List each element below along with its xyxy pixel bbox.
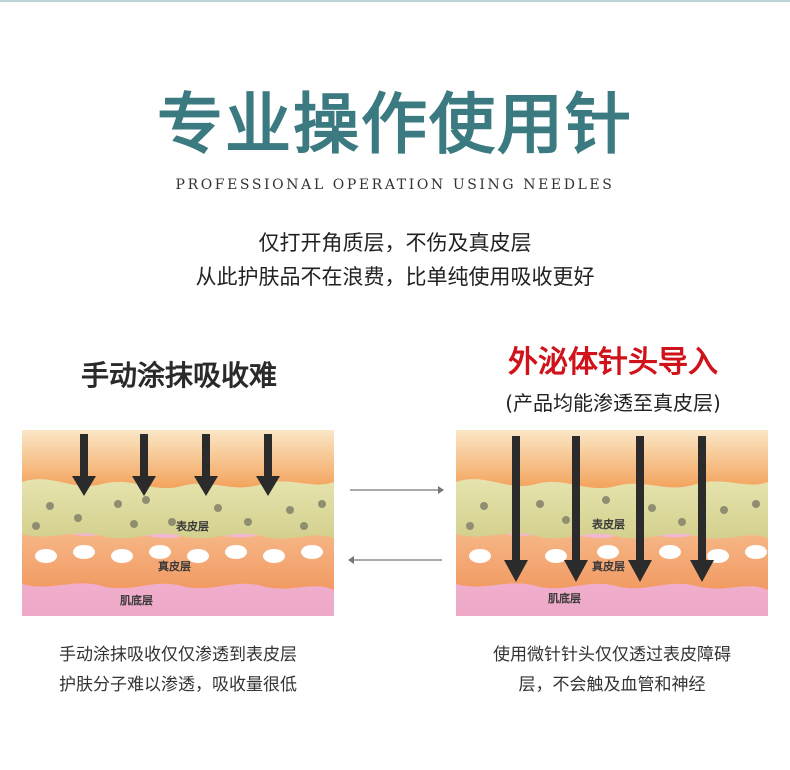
label-dermis: 真皮层	[592, 559, 625, 573]
skin-diagram-microneedle: 表皮层 真皮层 肌底层	[456, 430, 768, 616]
label-base: 肌底层	[547, 591, 581, 605]
arrow-down-icon	[194, 434, 218, 496]
label-base: 肌底层	[119, 593, 153, 607]
surface-layer	[22, 430, 334, 489]
skin-layers-svg-right: 表皮层 真皮层 肌底层	[456, 430, 768, 616]
arrow-down-icon	[72, 434, 96, 496]
left-heading: 手动涂抹吸收难	[80, 359, 277, 392]
epidermis-particles	[466, 496, 760, 530]
epidermis-layer	[22, 479, 334, 539]
page-title: 专业操作使用针	[157, 85, 633, 163]
epidermis-layer	[456, 479, 768, 539]
label-epidermis: 表皮层	[175, 519, 209, 533]
dermis-layer	[22, 528, 334, 590]
epidermis-particles	[32, 496, 326, 530]
arrow-down-icon	[256, 434, 280, 496]
right-caption-line-1: 使用微针针头仅仅透过表皮障碍	[493, 645, 731, 665]
right-heading: 外泌体针头导入	[508, 345, 718, 380]
top-rule	[0, 0, 790, 2]
label-dermis: 真皮层	[158, 559, 191, 573]
comparison-arrows	[348, 486, 444, 564]
short-arrows	[72, 434, 280, 496]
needle-arrows	[504, 436, 714, 582]
dermis-cells	[469, 545, 767, 563]
right-caption-line-2: 层，不会触及血管和神经	[518, 675, 706, 695]
intro-line-2: 从此护肤品不在浪费，比单纯使用吸收更好	[195, 265, 595, 289]
dermis-layer	[456, 528, 768, 590]
arrow-left-icon	[348, 556, 354, 564]
arrow-right-icon	[438, 486, 444, 494]
intro-line-1: 仅打开角质层，不伤及真皮层	[258, 231, 532, 255]
label-epidermis: 表皮层	[591, 517, 625, 531]
needle-arrow-icon	[564, 436, 588, 582]
needle-arrow-icon	[690, 436, 714, 582]
left-caption-line-2: 护肤分子难以渗透，吸收量很低	[59, 675, 297, 695]
needle-arrow-icon	[504, 436, 528, 582]
page-subtitle: PROFESSIONAL OPERATION USING NEEDLES	[175, 177, 615, 193]
surface-layer	[456, 430, 768, 489]
dermis-cells	[35, 545, 323, 563]
needle-arrow-icon	[628, 436, 652, 582]
skin-layers-svg-left: 表皮层 真皮层 肌底层	[22, 430, 334, 616]
skin-diagram-topical: 表皮层 真皮层 肌底层	[22, 430, 334, 616]
left-caption-line-1: 手动涂抹吸收仅仅渗透到表皮层	[59, 645, 297, 665]
arrow-down-icon	[132, 434, 156, 496]
right-subheading: (产品均能渗透至真皮层)	[505, 391, 721, 415]
